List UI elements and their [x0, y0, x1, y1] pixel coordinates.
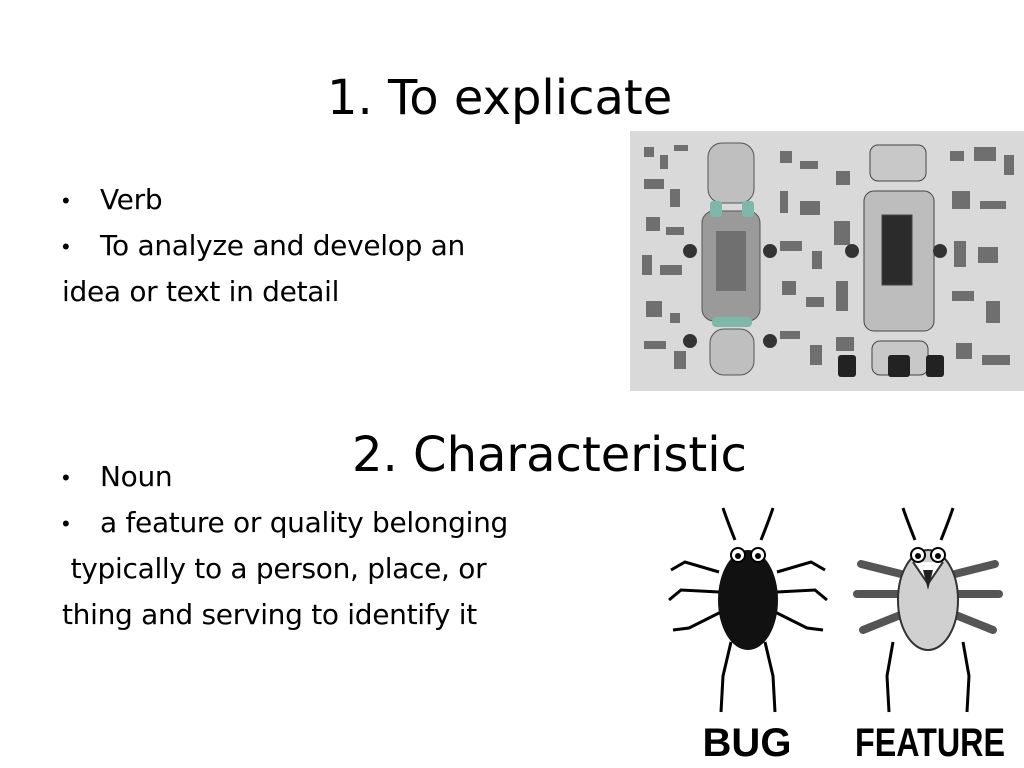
feature-figure — [885, 507, 971, 713]
bullet-definition-2: a feature or quality belonging — [100, 506, 509, 539]
definition-2-continuation-2: thing and serving to identify it — [62, 598, 477, 631]
bug-figure — [668, 507, 828, 713]
bullet-definition-1: To analyze and develop an — [100, 229, 465, 262]
slide-title-explicate: 1. To explicate — [327, 70, 673, 126]
bullet-dot: • — [62, 234, 70, 259]
bug-feature-cartoon: BUG FEATURE — [668, 507, 1005, 765]
feature-legs — [853, 560, 1003, 634]
bullet-dot: • — [62, 188, 70, 213]
scattered-parts — [642, 145, 1014, 369]
wheels — [683, 244, 947, 348]
bullet-noun: Noun — [100, 460, 173, 493]
bullet-dot: • — [62, 465, 70, 490]
seats — [838, 355, 944, 377]
bullet-dot: • — [62, 511, 70, 536]
bullet-verb: Verb — [100, 183, 163, 216]
definition-2-continuation-1: typically to a person, place, or — [62, 552, 487, 585]
bug-caption: BUG — [703, 721, 792, 765]
feature-caption: FEATURE — [855, 721, 1005, 765]
slide-title-characteristic: 2. Characteristic — [352, 427, 747, 483]
car-parts-photo — [630, 131, 1024, 391]
car-body-right — [863, 144, 935, 376]
definition-1-continuation: idea or text in detail — [62, 275, 340, 308]
